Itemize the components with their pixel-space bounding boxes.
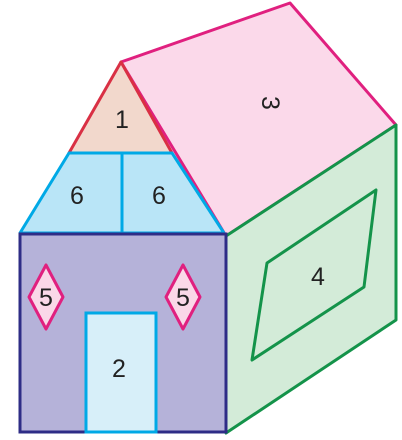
left-diamond xyxy=(27,263,65,331)
roof-label: 3 xyxy=(256,96,284,110)
gable-triangle-label: 1 xyxy=(115,106,129,134)
door-label: 2 xyxy=(112,355,126,383)
right-diamond xyxy=(164,263,202,331)
door-rectangle xyxy=(84,311,158,434)
left-gable-label: 6 xyxy=(70,182,84,210)
side-window-parallelogram xyxy=(250,188,378,362)
right-gable-label: 6 xyxy=(152,182,166,210)
left-diamond-label: 5 xyxy=(39,284,53,312)
side-window-label: 4 xyxy=(311,263,325,291)
right-diamond-label: 5 xyxy=(176,284,190,312)
